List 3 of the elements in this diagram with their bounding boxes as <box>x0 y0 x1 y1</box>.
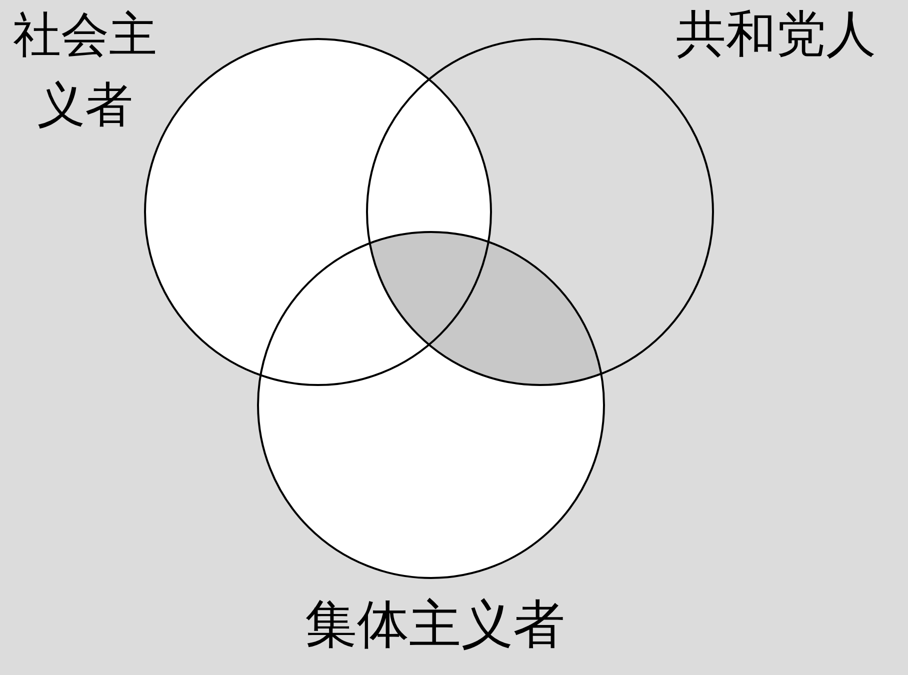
set-label: 社会主义者 <box>12 6 158 135</box>
set-label: 集体主义者 <box>304 594 566 657</box>
set-label: 共和党人 <box>675 4 877 64</box>
